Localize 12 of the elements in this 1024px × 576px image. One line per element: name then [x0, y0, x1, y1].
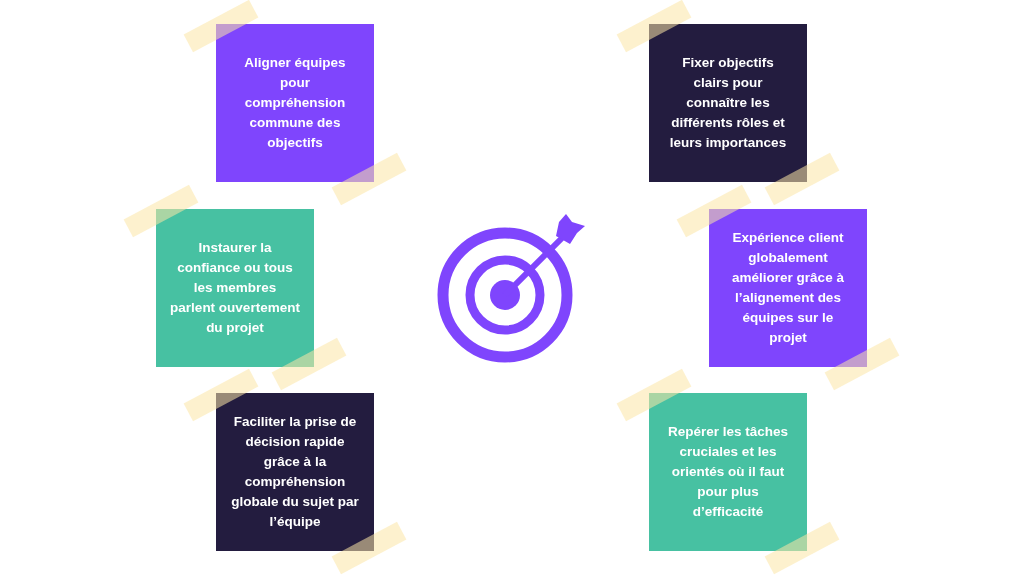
sticky-note [216, 24, 374, 182]
sticky-note [709, 209, 867, 367]
note-text: Repérer les tâches cruciales et les orientés où il faut pour plus d’efficacité [666, 423, 790, 521]
sticky-note [216, 393, 374, 551]
sticky-note [649, 24, 807, 182]
sticky-note [649, 393, 807, 551]
note-text: Instaurer la confiance ou tous les membres parlent ouvertement du projet [170, 239, 300, 337]
note-text: Expérience client globalement améliorer grâce à l’alignement des équipes sur le projet [731, 229, 845, 347]
note-text: Fixer objectifs clairs pour connaître les différents rôles et leurs importances [668, 54, 788, 152]
note-text: Aligner équipes pour compréhension commune des objectifs [243, 54, 347, 152]
sticky-note [156, 209, 314, 367]
note-text: Faciliter la prise de décision rapide grâce à la compréhension globale du sujet par l’équipe [230, 413, 360, 531]
